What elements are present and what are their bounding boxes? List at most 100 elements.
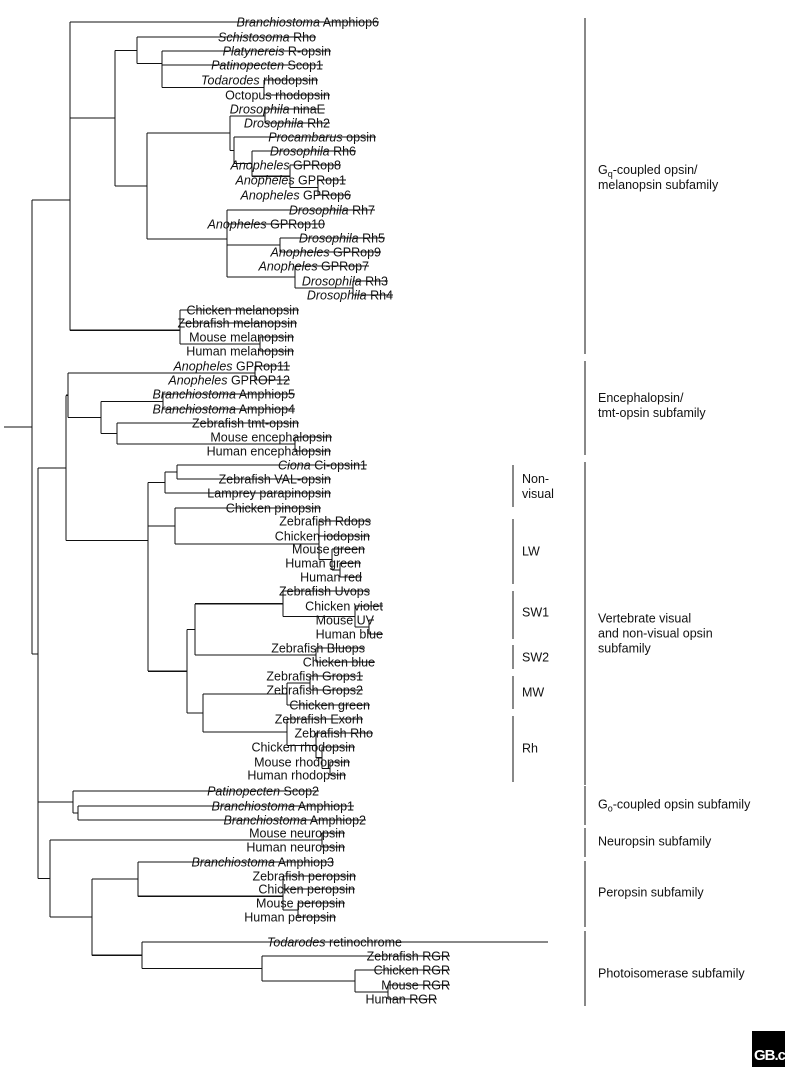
taxon-genus: Patinopecten (211, 59, 284, 73)
subgroup-label: Non- (522, 472, 549, 486)
taxon-label: Todarodes retinochrome (267, 936, 402, 950)
taxon-label: Zebrafish peropsin (252, 870, 356, 884)
taxon-name: Human neuropsin (246, 841, 345, 855)
taxon-genus: Branchiostoma (224, 814, 307, 828)
taxon-genus: Branchiostoma (192, 856, 275, 870)
taxon-label: Branchiostoma Amphiop3 (192, 856, 334, 870)
taxon-name: GPROP12 (227, 374, 290, 388)
taxon-genus: Anopheles (270, 246, 330, 260)
taxon-name: GPRop7 (318, 260, 369, 274)
subfamily-label: Gq-coupled opsin/ (598, 163, 698, 179)
taxon-name: Rh6 (330, 145, 356, 159)
taxon-genus: Platynereis (223, 45, 285, 59)
taxon-name: Zebrafish Rdops (279, 515, 371, 529)
taxon-genus: Todarodes (267, 936, 326, 950)
taxon-name: Zebrafish peropsin (252, 870, 356, 884)
taxon-label: Octopus rhodopsin (225, 89, 330, 103)
taxon-label: Platynereis R-opsin (223, 45, 331, 59)
journal-logo-text: GB.c (754, 1047, 785, 1064)
taxon-label: Lamprey parapinopsin (207, 487, 331, 501)
taxon-label: Zebrafish VAL-opsin (219, 473, 331, 487)
taxon-name: R-opsin (284, 45, 331, 59)
taxon-label: Chicken pinopsin (226, 502, 321, 516)
taxon-label: Human red (300, 571, 362, 585)
taxon-name: Chicken rhodopsin (251, 741, 355, 755)
taxon-label: Human melanopsin (186, 345, 294, 359)
taxon-genus: Anopheles (172, 360, 232, 374)
taxon-label: Zebrafish tmt-opsin (192, 417, 299, 431)
subgroup-label: visual (522, 487, 554, 501)
taxon-label: Drosophila Rh7 (289, 204, 375, 218)
taxon-name: Amphiop4 (236, 403, 295, 417)
taxon-name: Zebrafish Uvops (279, 585, 370, 599)
taxon-name: Amphiop2 (307, 814, 366, 828)
taxon-name: Human encephalopsin (207, 445, 331, 459)
taxon-genus: Anopheles (235, 174, 295, 188)
taxon-label: Human green (285, 557, 361, 571)
taxon-label: Todarodes rhodopsin (201, 74, 318, 88)
subfamily-label: melanopsin subfamily (598, 178, 719, 192)
taxon-name: Human green (285, 557, 361, 571)
taxon-genus: Schistosoma (218, 31, 290, 45)
taxon-name: Human peropsin (244, 911, 336, 925)
taxon-name: Zebrafish tmt-opsin (192, 417, 299, 431)
taxon-label: Branchiostoma Amphiop1 (212, 800, 354, 814)
taxon-label: Chicken peropsin (258, 883, 355, 897)
taxon-name: Human rhodopsin (247, 769, 346, 783)
taxon-genus: Ciona (278, 459, 311, 473)
taxon-name: Chicken iodopsin (275, 530, 370, 544)
taxon-label: Anopheles GPRop7 (258, 260, 370, 274)
taxon-label: Zebrafish RGR (367, 950, 450, 964)
taxon-label: Anopheles GPRop9 (270, 246, 382, 260)
taxon-label: Anopheles GPRop10 (207, 218, 325, 232)
taxon-name: Amphiop5 (236, 388, 295, 402)
taxon-label: Mouse UV (316, 614, 375, 628)
subgroup-label: LW (522, 545, 540, 559)
taxon-label: Chicken melanopsin (186, 304, 299, 318)
taxon-label: Branchiostoma Amphiop6 (237, 16, 379, 30)
subfamily-label: tmt-opsin subfamily (598, 406, 706, 420)
taxon-label: Anopheles GPROP12 (167, 374, 290, 388)
subgroup-label: SW2 (522, 651, 549, 665)
subfamily-label: Photoisomerase subfamily (598, 967, 745, 981)
taxon-name: Chicken peropsin (258, 883, 355, 897)
taxon-label: Human blue (316, 628, 383, 642)
taxon-genus: Drosophila (289, 204, 349, 218)
taxon-genus: Drosophila (230, 103, 290, 117)
taxon-label: Chicken green (289, 699, 370, 713)
taxon-name: Zebrafish Grops2 (266, 684, 363, 698)
taxon-name: Zebrafish melanopsin (177, 317, 297, 331)
taxon-name: Zebrafish Grops1 (266, 670, 363, 684)
taxon-label: Mouse peropsin (256, 897, 345, 911)
taxon-label: Human rhodopsin (247, 769, 346, 783)
subfamily-label: Encephalopsin/ (598, 391, 684, 405)
subfamily-label: subfamily (598, 642, 652, 656)
taxon-label: Mouse rhodopsin (254, 756, 350, 770)
taxon-genus: Branchiostoma (212, 800, 295, 814)
subfamily-label: Go-coupled opsin subfamily (598, 798, 751, 814)
taxon-label: Zebrafish Bluops (271, 642, 365, 656)
taxon-name: opsin (343, 131, 376, 145)
taxon-label: Anopheles GPRop6 (240, 189, 352, 203)
taxon-label: Human neuropsin (246, 841, 345, 855)
subfamily-label: Peropsin subfamily (598, 886, 704, 900)
taxon-name: Human blue (316, 628, 383, 642)
taxon-genus: Branchiostoma (237, 16, 320, 30)
taxon-label: Anopheles GPRop1 (235, 174, 347, 188)
taxon-genus: Anopheles (167, 374, 227, 388)
subgroup-label: MW (522, 686, 544, 700)
taxon-name: Mouse neuropsin (249, 827, 345, 841)
taxon-name: Ci-opsin1 (311, 459, 367, 473)
taxon-label: Drosophila Rh6 (270, 145, 356, 159)
taxon-name: Rho (290, 31, 316, 45)
taxon-name: Human melanopsin (186, 345, 294, 359)
taxon-name: Mouse encephalopsin (210, 431, 332, 445)
taxon-name: ninaE (290, 103, 325, 117)
taxon-name: rhodopsin (260, 74, 318, 88)
taxon-label: Chicken iodopsin (275, 530, 370, 544)
taxon-genus: Drosophila (299, 232, 359, 246)
taxon-name: Amphiop3 (275, 856, 334, 870)
taxon-name: Zebrafish Exorh (275, 713, 363, 727)
taxon-label: Drosophila Rh3 (302, 275, 388, 289)
